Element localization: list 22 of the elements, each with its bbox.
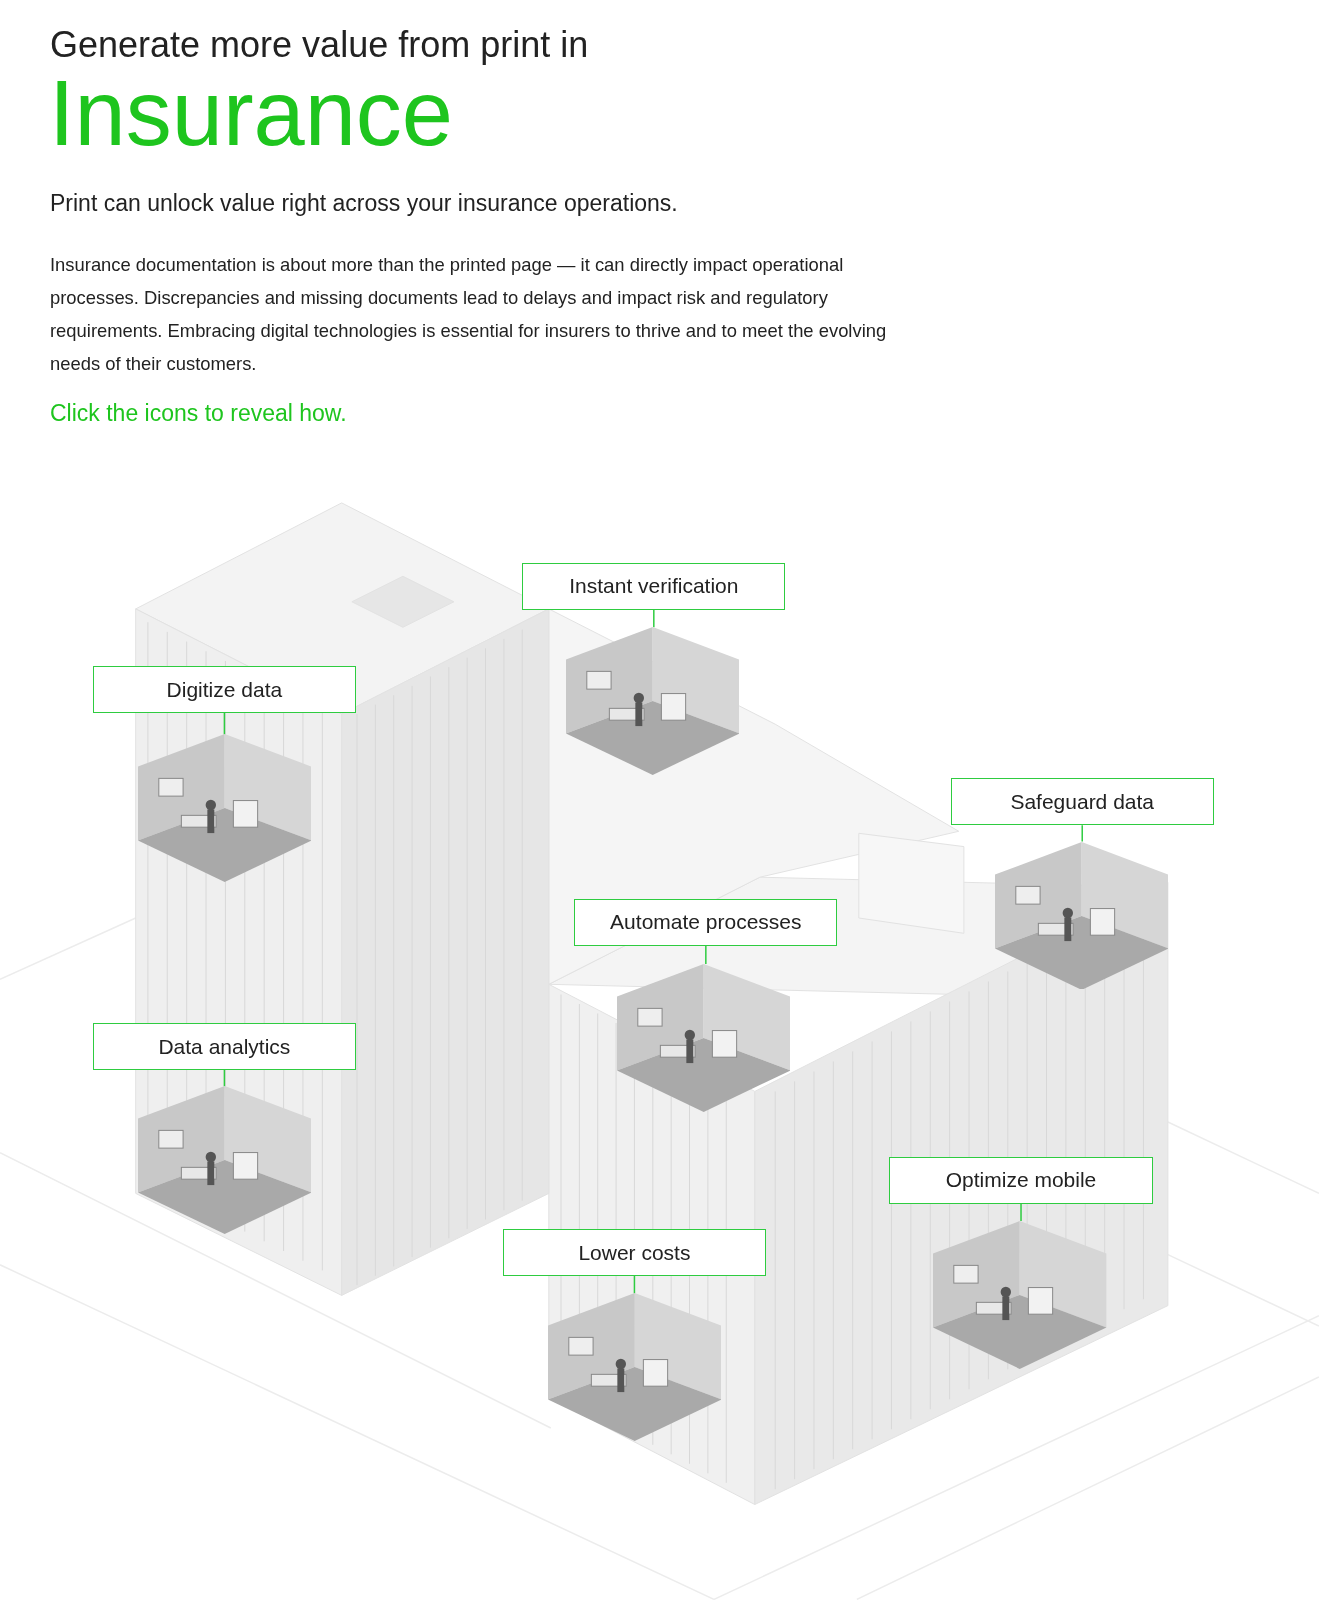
leader-line bbox=[1020, 1202, 1022, 1222]
office-room-picture bbox=[137, 734, 312, 883]
intro-paragraph: Insurance documentation is about more than the printed page — it can directly impact operational processes. Discrepancies and missing documents lead to delays and impact risk and regulatory requirements. Embracing digital technologies is essential for insurers to thrive and to meet the evolving needs of their customers. bbox=[50, 253, 888, 376]
leader-line bbox=[1081, 824, 1083, 843]
office-room-picture bbox=[566, 627, 740, 776]
callout-label: Data analytics bbox=[92, 1023, 356, 1070]
call-to-action-text: Click the icons to reveal how. bbox=[50, 400, 347, 427]
callout-label: Automate processes bbox=[574, 898, 838, 946]
office-room-picture bbox=[617, 963, 791, 1112]
callout-label: Safeguard data bbox=[950, 778, 1214, 826]
office-room-picture bbox=[994, 841, 1168, 990]
leader-line bbox=[705, 944, 707, 965]
office-room-picture bbox=[137, 1086, 312, 1235]
office-room-picture bbox=[933, 1220, 1107, 1369]
callout-label: Digitize data bbox=[92, 666, 356, 713]
subtitle: Print can unlock value right across your insurance operations. bbox=[50, 190, 678, 217]
callout-label: Lower costs bbox=[502, 1229, 766, 1276]
leader-line bbox=[223, 712, 226, 736]
office-room-picture bbox=[547, 1293, 722, 1442]
leader-line bbox=[653, 609, 655, 629]
callout-label: Optimize mobile bbox=[889, 1156, 1153, 1204]
callout-label: Instant verification bbox=[522, 563, 786, 610]
